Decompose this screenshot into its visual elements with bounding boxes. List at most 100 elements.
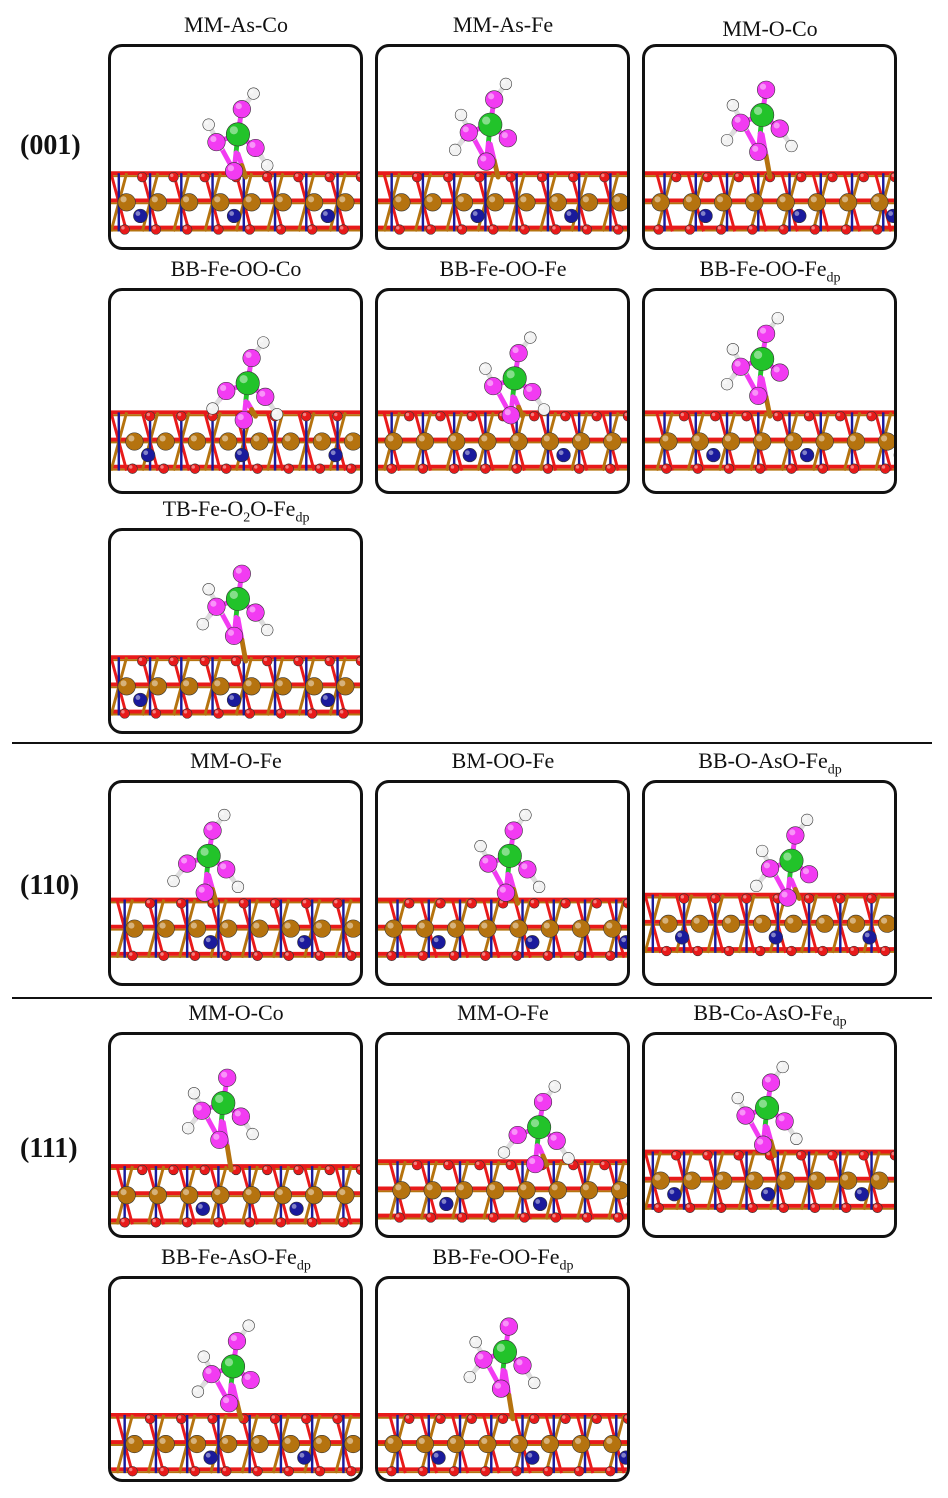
o-atom (573, 950, 585, 961)
fe-atom (486, 193, 505, 212)
as-atom (221, 1354, 246, 1379)
fe-atom (447, 919, 466, 938)
o-atom (314, 463, 326, 474)
atom-highlight (477, 1353, 484, 1360)
o-atom (324, 655, 335, 667)
oh-oxygen-atom (217, 860, 236, 879)
atom-highlight (748, 1204, 753, 1208)
fe-atom (423, 193, 442, 212)
o-atom (622, 898, 627, 909)
fe-atom (690, 914, 709, 933)
o-atom (550, 224, 561, 235)
o-atom (338, 708, 349, 719)
o-atom (715, 1202, 727, 1213)
o-atom (306, 708, 318, 719)
o-atom (168, 655, 179, 667)
atom-highlight (120, 1189, 127, 1196)
o-atom (542, 950, 554, 961)
atom-highlight (272, 410, 277, 415)
atom-highlight (418, 922, 425, 929)
atom-highlight (146, 1415, 151, 1419)
o-atom (723, 945, 735, 957)
atom-highlight (734, 360, 741, 367)
atom-highlight (725, 465, 729, 469)
o-atom (858, 171, 869, 183)
atom-highlight (396, 226, 400, 230)
o-atom (150, 1217, 162, 1228)
o-atom (536, 171, 548, 183)
atom-highlight (836, 412, 841, 417)
o-atom (466, 411, 477, 422)
atom-highlight (529, 1158, 536, 1165)
atom-highlight (295, 1166, 299, 1170)
atom-highlight (499, 886, 506, 893)
o-atom (189, 950, 201, 961)
atom-highlight (183, 710, 188, 714)
atom-highlight (177, 1415, 182, 1419)
o-atom (127, 1466, 138, 1477)
atom-highlight (759, 83, 767, 90)
h-atom (499, 77, 513, 91)
o-atom (511, 463, 522, 474)
atom-highlight (526, 385, 533, 392)
atom-highlight (881, 917, 888, 924)
fe-atom (187, 432, 207, 451)
fe-atom (815, 432, 834, 451)
atom-highlight (487, 380, 494, 387)
fe-atom (611, 1181, 627, 1200)
oh-oxygen-atom (501, 406, 520, 425)
h-atom (202, 583, 215, 596)
atom-highlight (564, 1154, 569, 1159)
o-atom (181, 224, 193, 235)
atom-highlight (621, 937, 627, 943)
o-atom (244, 224, 255, 235)
atom-highlight (462, 126, 469, 133)
fe-atom (392, 193, 411, 212)
atom-highlight (214, 710, 219, 714)
o-atom (733, 1150, 744, 1161)
atom-highlight (482, 857, 489, 864)
o-atom (293, 1164, 304, 1176)
oh-oxygen-atom (232, 100, 251, 119)
atom-highlight (263, 625, 268, 631)
o-atom (702, 171, 713, 183)
atom-highlight (444, 1161, 449, 1166)
atom-highlight (240, 899, 244, 904)
atom-highlight (530, 1119, 540, 1128)
atom-highlight (388, 952, 392, 956)
atom-highlight (249, 141, 256, 148)
h-atom (247, 87, 260, 100)
o-atom (661, 463, 672, 474)
atom-highlight (481, 435, 488, 442)
atom-highlight (544, 465, 548, 469)
fe-atom (242, 193, 261, 212)
o-atom (189, 1466, 201, 1477)
atom-highlight (614, 1214, 619, 1218)
co-atom (133, 692, 148, 708)
atom-highlight (223, 1397, 230, 1404)
fe-atom (776, 193, 795, 212)
atom-highlight (677, 932, 683, 938)
atom-highlight (418, 435, 425, 442)
atom-highlight (249, 89, 254, 94)
atom-highlight (763, 1189, 769, 1195)
o-atom (661, 945, 672, 957)
atom-highlight (152, 226, 156, 230)
atom-highlight (512, 1437, 519, 1445)
atom-highlight (686, 226, 690, 230)
co-atom (140, 447, 156, 463)
atom-highlight (811, 1204, 815, 1208)
facet-label-111: (111) (20, 1133, 78, 1164)
co-atom (297, 935, 312, 950)
atom-highlight (787, 141, 792, 147)
atom-highlight (502, 1320, 509, 1327)
atom-highlight (209, 1415, 213, 1419)
atom-highlight (891, 173, 894, 178)
o-atom (529, 1413, 540, 1424)
h-atom (206, 402, 219, 415)
atom-highlight (873, 196, 880, 203)
h-atom (448, 143, 462, 157)
atom-highlight (805, 412, 810, 417)
as-atom (527, 1115, 552, 1140)
o-atom (786, 463, 797, 474)
